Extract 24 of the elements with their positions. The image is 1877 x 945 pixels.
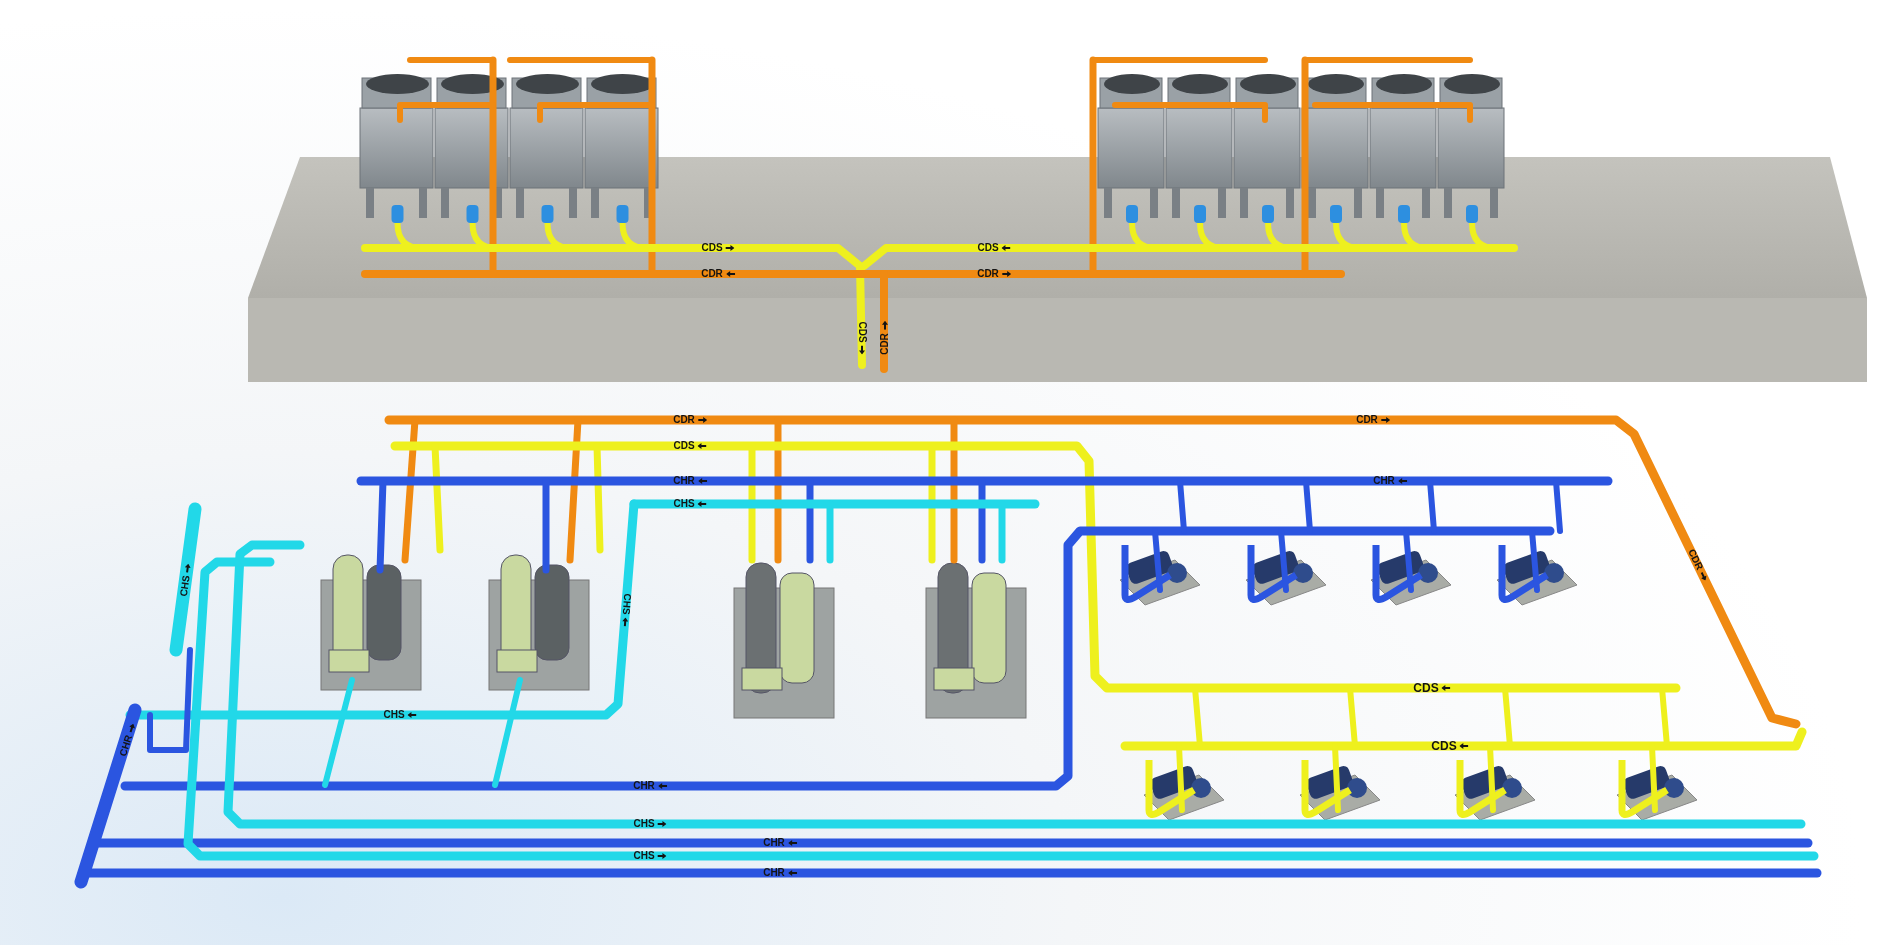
pipe-label: CDS	[1431, 740, 1457, 752]
pipe-label: CDS	[673, 441, 695, 451]
pipe-label: CDR	[701, 269, 723, 279]
pipe-label: CDR	[880, 333, 890, 355]
pipe-label: CDS	[701, 243, 723, 253]
pipe-label: CDR	[673, 415, 695, 425]
pipe-label: CHR	[763, 868, 785, 878]
pipe-label: CHS	[673, 499, 695, 509]
pipe-label: CHR	[633, 781, 655, 791]
pipe-label: CHS	[620, 593, 633, 615]
pipe-label: CDR	[977, 269, 999, 279]
pipe-label: CDR	[1686, 547, 1705, 572]
pipe-label: CDR	[1356, 415, 1378, 425]
pipe-label: CHR	[1373, 476, 1395, 486]
pipe-label: CHS	[383, 710, 405, 720]
pipe-label: CHS	[633, 819, 655, 829]
pipe-label: CHS	[633, 851, 655, 861]
pipe-label: CDS	[857, 321, 867, 343]
pipe-label: CHR	[118, 733, 135, 758]
pipe-label: CDS	[977, 243, 999, 253]
pipe-label: CHS	[178, 574, 192, 598]
pipe-label: CHR	[763, 838, 785, 848]
pipe-label: CHR	[673, 476, 695, 486]
pipe-label: CDS	[1413, 682, 1439, 694]
